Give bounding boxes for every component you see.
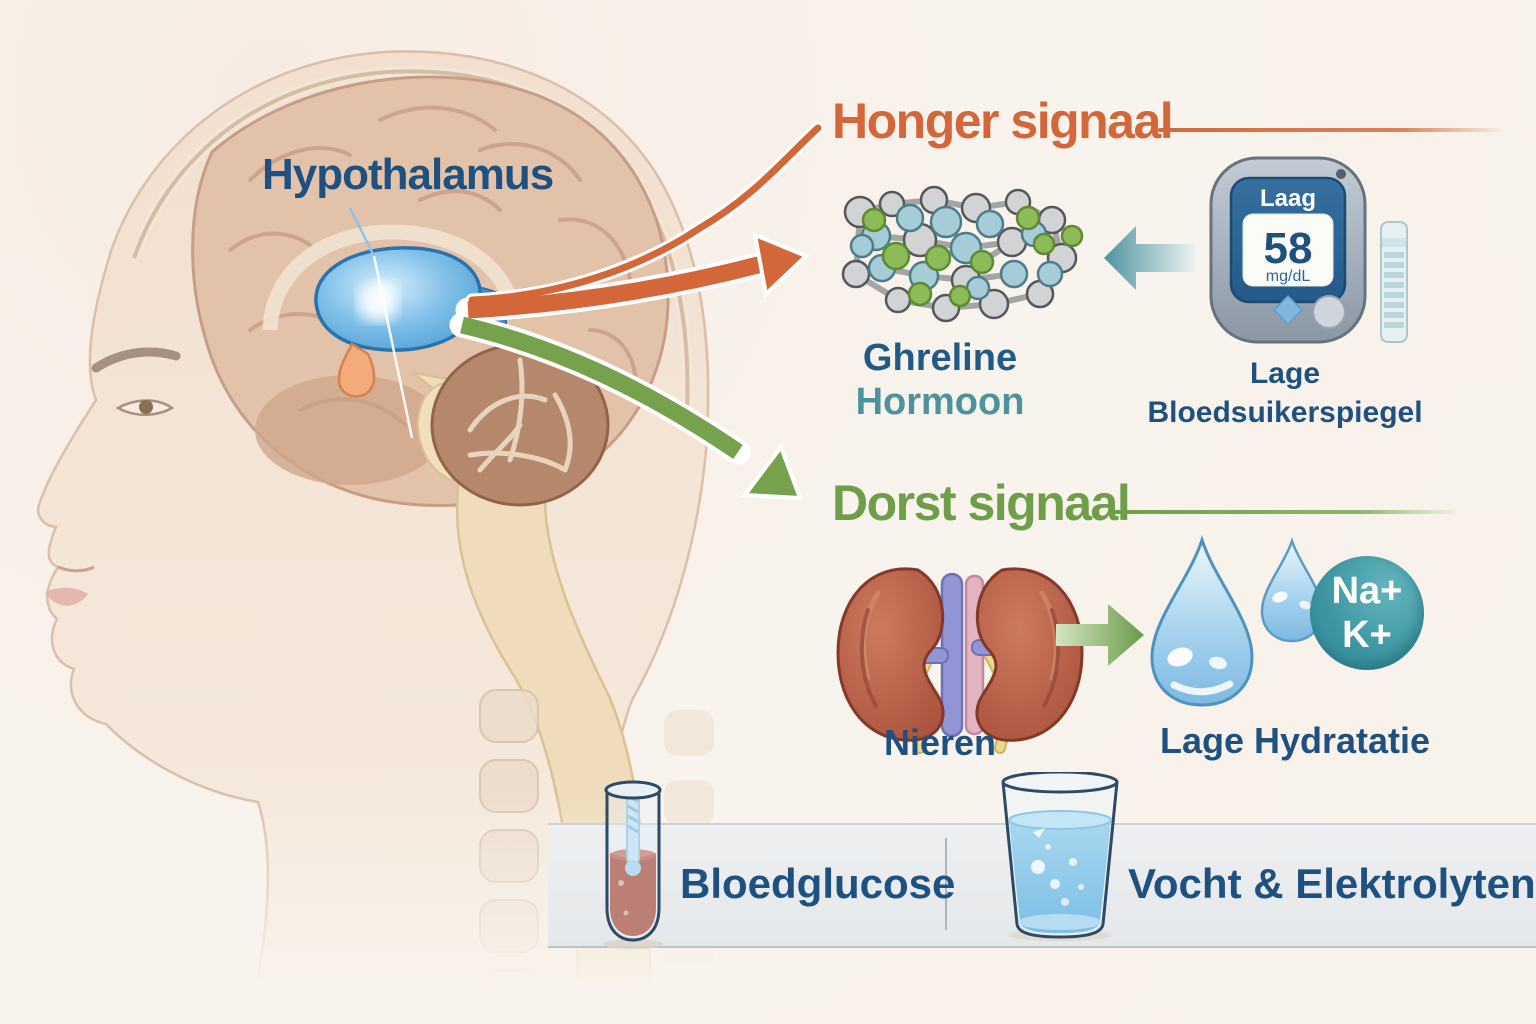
ghrelin-molecule-illustration: [841, 185, 1084, 323]
ghrelin-caption: Ghreline Hormoon: [780, 336, 1100, 424]
meter-caption-line2: Bloedsuikerspiegel: [1147, 396, 1423, 429]
meter-status-text: Laag: [1260, 185, 1316, 212]
face-details: [45, 347, 181, 606]
left-arrow-icon: [1104, 226, 1196, 290]
water-drops-illustration: [1150, 535, 1324, 707]
test-strip-icon: [1380, 221, 1408, 343]
hypothalamus-pointer-line: [348, 207, 414, 439]
sodium-ion-label: Na+: [1331, 570, 1403, 612]
kidneys-caption: Nieren: [883, 722, 997, 763]
small-drop-icon: [1260, 537, 1324, 643]
thirst-heading: Dorst signaal: [832, 475, 1131, 531]
kidneys-illustration: [836, 567, 1084, 754]
blood-tube-illustration: [603, 780, 663, 949]
meter-round-button: [1312, 295, 1346, 329]
electrolyte-badge: Na+ K+: [1310, 556, 1424, 670]
hydration-caption: Lage Hydratatie: [1159, 720, 1431, 761]
cerebellum-illustration: [430, 343, 610, 507]
meter-caption-line1: Lage: [1249, 357, 1321, 390]
meter-value-text: 58: [1264, 224, 1313, 273]
large-drop-icon: [1150, 535, 1254, 707]
potassium-ion-label: K+: [1342, 614, 1392, 656]
hypothalamus-label: Hypothalamus: [262, 150, 554, 199]
meter-diamond-button: [1272, 294, 1304, 326]
blood-glucose-label: Bloedglucose: [680, 860, 956, 907]
meter-unit-text: mg/dL: [1266, 268, 1311, 285]
glucose-meter-illustration: Laag 58 mg/dL: [1209, 156, 1408, 344]
water-glass-illustration: [1001, 772, 1119, 941]
meter-notch: [1336, 169, 1346, 179]
pituitary-gland: [337, 342, 376, 398]
right-arrow-icon: [1056, 604, 1144, 666]
meter-caption: Lage Bloedsuikerspiegel: [1125, 354, 1445, 432]
legend-divider: [945, 838, 947, 930]
ghrelin-caption-name: Ghreline: [862, 337, 1018, 379]
fluid-electrolytes-label: Vocht & Elektrolyten: [1128, 860, 1536, 907]
hunger-heading: Honger signaal: [832, 93, 1174, 149]
thirst-heading-rule: [1112, 510, 1460, 514]
ghrelin-caption-type: Hormoon: [855, 381, 1025, 424]
hunger-heading-rule: [1158, 128, 1506, 132]
